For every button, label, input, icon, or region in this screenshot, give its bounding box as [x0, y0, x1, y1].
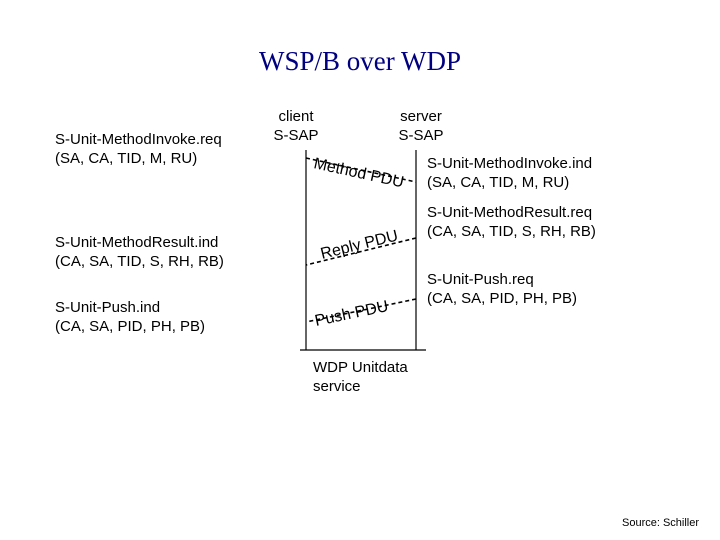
server-sap-label: server S-SAP: [386, 107, 456, 145]
client-sap-line1: client: [278, 108, 314, 125]
reply-pdu-arrow: [305, 237, 417, 266]
push-pdu-label: Push PDU: [313, 298, 390, 330]
primitive-params: (CA, SA, PID, PH, PB): [427, 290, 578, 307]
primitive-params: (CA, SA, TID, S, RH, RB): [427, 223, 596, 240]
wdp-service-label: WDP Unitdata service: [313, 358, 408, 396]
primitive-params: (CA, SA, PID, PH, PB): [55, 318, 206, 335]
method-pdu-arrow: [305, 157, 417, 183]
push-pdu-arrow: [305, 298, 417, 323]
method-pdu-label: Method PDU: [312, 155, 405, 191]
right-primitive-result-req: S-Unit-MethodResult.req (CA, SA, TID, S,…: [427, 203, 596, 241]
primitive-name: S-Unit-MethodResult.ind: [55, 234, 219, 251]
right-primitive-invoke-ind: S-Unit-MethodInvoke.ind (SA, CA, TID, M,…: [427, 154, 592, 192]
primitive-name: S-Unit-MethodInvoke.req: [55, 131, 222, 148]
left-primitive-result-ind: S-Unit-MethodResult.ind (CA, SA, TID, S,…: [55, 233, 224, 271]
server-sap-line1: server: [400, 108, 442, 125]
primitive-params: (CA, SA, TID, S, RH, RB): [55, 253, 224, 270]
source-note: Source: Schiller: [622, 517, 700, 529]
slide-title: WSP/B over WDP: [258, 46, 461, 76]
left-primitive-push-ind: S-Unit-Push.ind (CA, SA, PID, PH, PB): [55, 298, 205, 336]
reply-pdu-label: Reply PDU: [319, 227, 400, 262]
primitive-name: S-Unit-MethodInvoke.ind: [427, 155, 593, 172]
primitive-params: (SA, CA, TID, M, RU): [427, 174, 570, 191]
primitive-params: (SA, CA, TID, M, RU): [55, 150, 198, 167]
primitive-name: S-Unit-MethodResult.req: [427, 204, 593, 221]
right-primitive-push-req: S-Unit-Push.req (CA, SA, PID, PH, PB): [427, 270, 577, 308]
wdp-service-line2: service: [313, 378, 361, 395]
primitive-name: S-Unit-Push.req: [427, 271, 534, 288]
client-sap-label: client S-SAP: [262, 107, 330, 145]
primitive-name: S-Unit-Push.ind: [55, 299, 161, 316]
client-sap-line2: S-SAP: [273, 127, 319, 144]
wdp-service-line1: WDP Unitdata: [313, 359, 408, 376]
left-primitive-invoke-req: S-Unit-MethodInvoke.req (SA, CA, TID, M,…: [55, 130, 222, 168]
server-sap-line2: S-SAP: [398, 127, 444, 144]
